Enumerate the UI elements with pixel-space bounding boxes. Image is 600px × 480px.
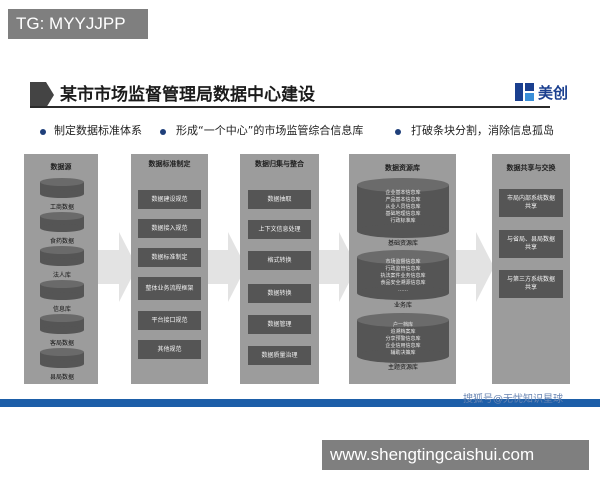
source-db-label: 信息库	[52, 306, 71, 313]
database-icon	[40, 314, 84, 334]
bullet-text: 制定数据标准体系	[54, 124, 142, 137]
watermark-tag-top: TG: MYYJJPP	[8, 9, 148, 39]
sharing-box: 市局内部系统数据共享	[499, 189, 563, 217]
standard-box: 整体业务流程框架	[138, 277, 201, 300]
integration-box: 数据抽取	[248, 190, 311, 209]
database-icon	[40, 280, 84, 300]
resource-db-label: 业务库	[393, 302, 412, 309]
resource-db-line: 辅助决策库	[390, 350, 416, 356]
standard-box: 数据建设规范	[138, 190, 201, 209]
integration-box: 数据转换	[248, 284, 311, 303]
resource-db-line: 产品基本信息库	[385, 197, 421, 203]
integration-box: 上下文信息处理	[248, 220, 311, 239]
integration-box: 格式转换	[248, 251, 311, 270]
source-db: 食药数据	[38, 212, 86, 245]
bullet-text: 形成“一个中心”的市场监管综合信息库	[176, 124, 364, 137]
bullet-dot	[395, 129, 401, 135]
flow-arrow-icon	[452, 232, 494, 302]
page-title: 某市市场监督管理局数据中心建设	[60, 85, 315, 105]
resource-db-line: 企业信用信息库	[385, 343, 421, 349]
database-icon	[40, 246, 84, 266]
watermark-tag-bottom: www.shengtingcaishui.com	[322, 440, 589, 470]
resource-db-line: 执法案件业务信息库	[380, 273, 426, 279]
bullet-dot	[40, 129, 46, 135]
standard-box: 数据接入规范	[138, 219, 201, 238]
resource-db-line: 行政标准库	[390, 218, 416, 224]
database-icon	[40, 178, 84, 198]
resource-db-lines: 市场监督信息库 行政监管信息库 执法案件业务信息库 食品安全溯源信息库 ……	[360, 259, 446, 294]
bullet-dot	[160, 129, 166, 135]
column-title: 数据归集与整合	[255, 160, 304, 168]
sharing-box: 与省局、县局数据共享	[499, 230, 563, 258]
source-db: 客局数据	[38, 314, 86, 347]
database-icon	[357, 178, 449, 238]
column-title: 数据共享与交换	[506, 164, 556, 172]
column-title: 数据标准制定	[148, 160, 191, 168]
bottom-accent-bar	[0, 399, 600, 407]
logo-text: 美创	[538, 84, 569, 102]
source-db-label: 工商数据	[49, 204, 74, 211]
resource-db-line: 户一档库	[392, 322, 413, 328]
integration-box: 数据管理	[248, 315, 311, 334]
database-icon	[40, 348, 84, 368]
source-db: 工商数据	[38, 178, 86, 211]
resource-db-label: 主题资源库	[387, 364, 418, 371]
source-db: 县局数据	[38, 348, 86, 381]
column-title: 数据源	[50, 163, 72, 171]
resource-db-lines: 企业基本信息库 产品基本信息库 从业人员信息库 基础地理信息库 行政标准库	[360, 190, 446, 225]
resource-db-line: 基础地理信息库	[385, 211, 421, 217]
integration-box: 数据质量治理	[248, 346, 311, 365]
resource-db-lines: 户一档库 追溯档案库 分享预警信息库 企业信用信息库 辅助决策库	[360, 322, 446, 357]
resource-db-line: ……	[398, 287, 408, 293]
resource-db-line: 从业人员信息库	[385, 204, 421, 210]
sharing-box: 与第三方系统数据共享	[499, 270, 563, 298]
database-icon	[357, 250, 449, 300]
logo-mark-icon	[515, 83, 534, 101]
source-db: 信息库	[38, 280, 86, 313]
flow-arrow-icon	[206, 232, 246, 302]
resource-db-line: 市场监督信息库	[385, 259, 421, 265]
source-db: 法人库	[38, 246, 86, 279]
standard-box: 其他规范	[138, 340, 201, 359]
source-db-label: 县局数据	[49, 374, 74, 381]
flow-arrow-icon	[97, 232, 137, 302]
bullet-text: 打破条块分割，消除信息孤岛	[411, 124, 554, 137]
source-caption: 搜狐号@无忧知识星球	[463, 394, 563, 405]
standard-box: 数据标准制定	[138, 248, 201, 267]
resource-db-label: 基础资源库	[387, 240, 418, 247]
standard-box: 平台接口规范	[138, 311, 201, 330]
resource-db-line: 追溯档案库	[390, 329, 416, 335]
resource-db-line: 企业基本信息库	[385, 190, 421, 196]
title-divider	[30, 106, 550, 108]
brand-logo: 美创	[514, 81, 584, 103]
database-icon	[357, 313, 449, 363]
resource-db-line: 食品安全溯源信息库	[380, 280, 426, 286]
column-title: 数据资源库	[385, 164, 420, 172]
database-icon	[40, 212, 84, 232]
source-db-label: 客局数据	[49, 340, 74, 347]
title-marker-icon	[30, 82, 54, 108]
flow-arrow-icon	[315, 232, 357, 302]
source-db-label: 法人库	[52, 272, 71, 279]
source-db-label: 食药数据	[49, 238, 74, 245]
resource-db-line: 分享预警信息库	[385, 336, 421, 342]
resource-db-line: 行政监管信息库	[385, 266, 421, 272]
